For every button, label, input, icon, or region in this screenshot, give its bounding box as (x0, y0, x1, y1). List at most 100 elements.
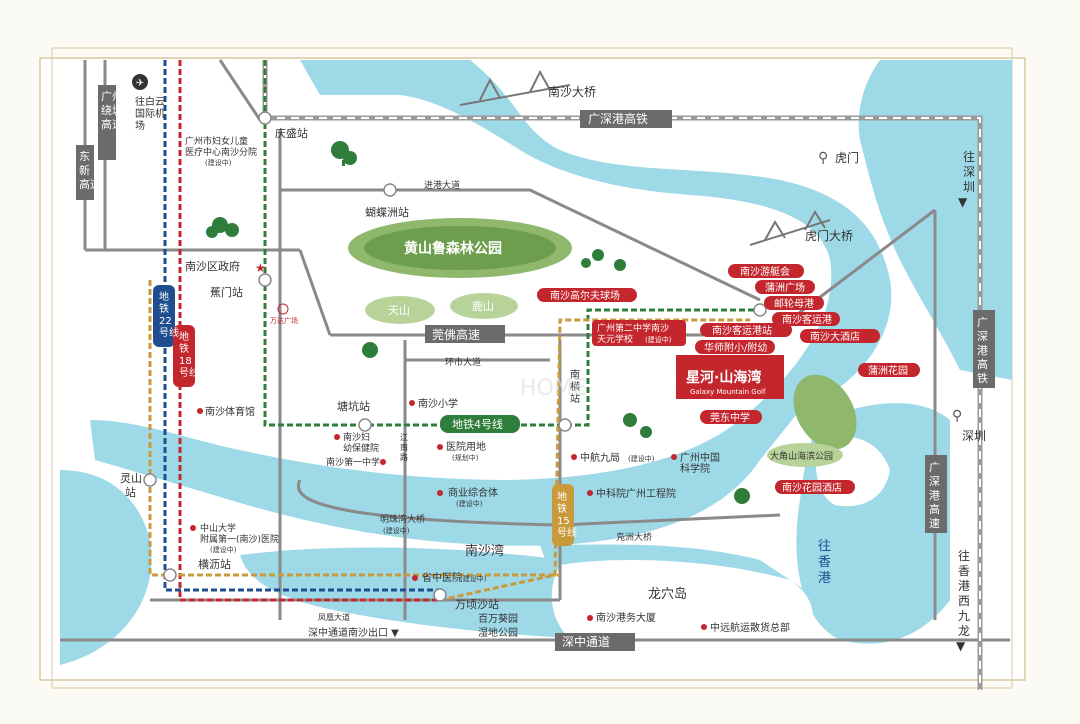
nansha-first-mid-label: 南沙第一中学 (326, 456, 380, 468)
nansha-primary-label: 南沙小学 (418, 397, 458, 410)
humen-bridge-label: 虎门大桥 (805, 228, 853, 243)
watermark: HOME (520, 376, 587, 401)
gz-ring-label-1: 广州 (101, 90, 123, 103)
svg-text:22: 22 (159, 316, 172, 327)
svg-text:铁: 铁 (557, 502, 567, 515)
guandong-school-label: 莞东中学 (710, 411, 750, 424)
flower-hotel-label: 南沙花园酒店 (782, 481, 842, 494)
nanheng-station-label-1: 南 (570, 368, 580, 381)
svg-text:港: 港 (818, 571, 831, 586)
svg-text:幼保健院: 幼保健院 (343, 442, 379, 454)
district-gov-label: 南沙区政府 (185, 259, 240, 273)
hospital-land-label: 医院用地 (446, 440, 486, 453)
svg-text:站: 站 (125, 485, 136, 499)
svg-text:站: 站 (570, 392, 580, 405)
tangkeng-station-label: 塘坑站 (337, 399, 370, 413)
svg-text:高: 高 (977, 357, 988, 371)
svg-text:场: 场 (135, 119, 145, 132)
shenzhong-exit-label: 深中通道南沙出口 ▼ (308, 626, 399, 639)
to-hk-label-1: 往 (958, 548, 970, 563)
islands (167, 436, 890, 657)
guanfo-highway-label: 莞佛高速 (432, 327, 480, 342)
shenzhen-label: 深圳 (962, 429, 986, 443)
carrier-port-label: 邮轮母港 (774, 297, 814, 310)
huanshi-road-label: 环市大道 (445, 356, 481, 368)
svg-text:九: 九 (958, 609, 970, 623)
svg-text:医疗中心南沙分院: 医疗中心南沙分院 (185, 146, 257, 158)
cas-eng-label: 中科院广州工程院 (596, 487, 676, 500)
svg-text:路: 路 (400, 452, 408, 462)
cas-label-1: 广州中国 (680, 451, 720, 464)
svg-text:号线: 号线 (179, 366, 199, 379)
line4-label: 地铁4号线 (452, 417, 503, 431)
sports-hall-label: 南沙体育馆 (205, 405, 255, 418)
svg-text:深: 深 (977, 330, 988, 343)
wanda-icon (277, 303, 289, 315)
to-baiyun-label: 往白云 (135, 95, 165, 108)
poi-tag-shapes (537, 264, 920, 494)
bridge-icons (459, 69, 831, 246)
svg-text:港: 港 (977, 344, 988, 357)
svg-text:18: 18 (179, 356, 192, 367)
svg-text:香: 香 (958, 564, 970, 578)
project-logo (676, 355, 784, 399)
project-sub-label: Galaxy Mountain Golf (690, 388, 766, 396)
to-shenzhen-label-2: 深 (963, 165, 975, 179)
svg-text:▼: ▼ (958, 195, 968, 209)
svg-text:号线: 号线 (557, 526, 577, 539)
hengli-station-label: 横沥站 (198, 557, 231, 571)
svg-text:(建设中): (建设中) (210, 545, 237, 554)
province-tcm-label: 省中医院 (422, 571, 462, 584)
wanda-label: 万达广场 (270, 316, 298, 325)
svg-text:国际机: 国际机 (135, 107, 165, 120)
line15-label-1: 地 (557, 490, 567, 503)
qingsheng-station-label: 庆盛站 (275, 126, 308, 140)
svg-text:号线: 号线 (159, 326, 179, 339)
puzhou-square-label: 蒲洲广场 (765, 281, 805, 294)
dajiao-park-label: 大角山海滨公园 (770, 450, 833, 462)
puzhou-garden-label: 蒲洲花园 (868, 364, 908, 377)
svg-text:新: 新 (79, 163, 90, 177)
jinggang-road-label: 进港大道 (424, 179, 460, 191)
svg-text:(建设中): (建设中) (456, 499, 483, 508)
fuzhou-bridge-label: 凫洲大桥 (616, 531, 652, 543)
metro-lines (148, 60, 760, 602)
svg-text:绕城: 绕城 (101, 104, 123, 117)
station-icons (143, 111, 767, 602)
baiwan-garden-label: 百万葵园 (478, 613, 518, 625)
dongxin-label-1: 东 (79, 150, 90, 163)
svg-text:(建设中): (建设中) (205, 158, 232, 167)
fenghuang-road-label: 凤凰大道 (318, 612, 350, 622)
nanshawan-label: 南沙湾 (465, 543, 504, 559)
svg-text:(建设中): (建设中) (460, 574, 487, 583)
jiaomen-station-label: 蕉门站 (210, 285, 243, 299)
women-hospital-label: 广州市妇女儿童 (185, 135, 248, 147)
svg-text:香: 香 (818, 555, 831, 570)
gsh-rail-right-label-1: 广 (977, 316, 988, 329)
port-building-label: 南沙港务大厦 (596, 611, 656, 624)
gsh-rail-label: 广深港高铁 (588, 111, 648, 126)
parks (348, 218, 857, 467)
svg-text:附属第一(南沙)医院: 附属第一(南沙)医院 (200, 533, 279, 545)
location-pin-icon: ⚲ (818, 150, 828, 166)
nansha-hotel-label: 南沙大酒店 (810, 330, 860, 343)
svg-text:(建设中): (建设中) (383, 526, 410, 535)
svg-text:铁: 铁 (977, 372, 988, 385)
golf-label: 南沙高尔夫球场 (550, 289, 620, 302)
wetland-park-label: 湿地公园 (478, 626, 518, 639)
location-pin-icon: ⚲ (952, 408, 962, 424)
yacht-club-label: 南沙游艇会 (740, 265, 790, 278)
svg-text:速: 速 (929, 517, 940, 530)
poi-dot-icons (190, 400, 707, 630)
lushan-label: 鹿山 (472, 299, 494, 313)
svg-text:铁: 铁 (179, 342, 189, 355)
commercial-label: 商业综合体 (448, 486, 498, 499)
humen-label: 虎门 (835, 150, 859, 165)
shenzhong-label: 深中通道 (562, 634, 610, 649)
svg-text:南: 南 (400, 442, 408, 452)
star-icon: ★ (255, 261, 266, 275)
lingshan-station-label-1: 灵山 (120, 472, 142, 485)
huashi-label: 华师附小/附幼 (704, 341, 767, 354)
cosco-label: 中远航运散货总部 (710, 621, 790, 634)
